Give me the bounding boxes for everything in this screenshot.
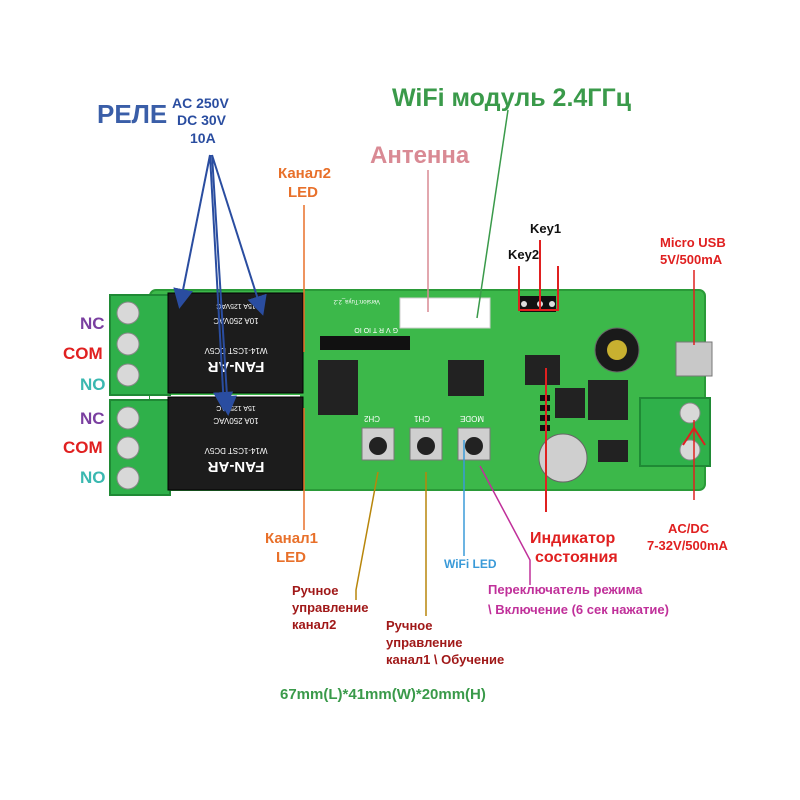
micro-usb-port <box>675 341 713 377</box>
key1-label: Key1 <box>530 221 562 236</box>
inductor <box>588 380 628 420</box>
manual-ch2-label-3: канал2 <box>292 617 337 632</box>
diode <box>598 440 628 462</box>
silk-pins: G V R T IO IO <box>354 326 398 333</box>
relay-2 <box>167 292 304 394</box>
ch1-led-label-1: Канал1 <box>265 530 318 547</box>
com-label-2: COM <box>63 438 103 457</box>
relay-spec-1: AC 250V <box>172 95 229 111</box>
relay-1-brand: FAN-AR <box>208 458 265 475</box>
no-label-2: NO <box>80 468 106 487</box>
relay-title: РЕЛЕ <box>97 99 168 129</box>
relay-spec-2: DC 30V <box>177 112 227 128</box>
relay-2-brand: FAN-AR <box>208 358 265 375</box>
manual-ch2-label-1: Ручное <box>292 583 339 598</box>
wifi-chip <box>448 360 484 396</box>
relay-1-rating-2: 15A 125VAC <box>216 404 256 411</box>
silk-mode: MODE <box>460 414 484 423</box>
regulator-chip <box>555 388 585 418</box>
power-label-2: 7-32V/500mA <box>647 538 728 553</box>
relay-1-rating: 10A 250VAC <box>213 416 258 425</box>
driver-chip <box>318 360 358 415</box>
manual-ch1-label-3: канал1 \ Обучение <box>386 652 505 667</box>
key2-label: Key2 <box>508 247 540 262</box>
button-mode <box>457 427 491 461</box>
micro-usb-label-1: Micro USB <box>660 235 726 250</box>
no-label-1: NO <box>80 375 106 394</box>
nc-label-1: NC <box>80 314 105 333</box>
wifi-led-label: WiFi LED <box>444 557 497 571</box>
silk-ch2: CH2 <box>363 414 380 423</box>
key-pins-outline <box>518 266 559 311</box>
ch1-led-label-2: LED <box>276 549 306 566</box>
silk-version: Version:Tuya_2.2 <box>333 298 380 304</box>
manual-ch1-label-2: управление <box>386 635 463 650</box>
manual-ch2-line <box>355 471 379 600</box>
terminal-block-right <box>639 397 711 467</box>
antenna-label: Антенна <box>370 142 470 169</box>
relay-arrow-1b <box>211 154 237 416</box>
ch2-led-label-2: LED <box>288 184 318 201</box>
micro-usb-label-2: 5V/500mA <box>660 252 723 267</box>
wifi-module-line <box>476 109 509 319</box>
button-ch2 <box>361 427 395 461</box>
manual-ch1-label-1: Ручное <box>386 618 433 633</box>
terminal-block-left-bottom <box>109 399 171 496</box>
capacitor-bottom <box>538 433 588 483</box>
status-indicator-label-2: состояния <box>535 549 618 566</box>
terminal-block-left-top <box>109 294 171 396</box>
mode-switch-label-2: \ Включение (6 сек нажатие) <box>488 602 669 617</box>
arrow-icon <box>682 426 706 446</box>
relay-2-model: W14-1CST DC5V <box>204 346 268 355</box>
relay-arrow-1a <box>211 154 267 316</box>
relay-arrow-2b <box>209 154 234 412</box>
dimensions-label: 67mm(L)*41mm(W)*20mm(H) <box>280 686 486 703</box>
wifi-module-label: WiFi модуль 2.4ГГц <box>392 84 632 112</box>
relay-2-rating: 10A 250VAC <box>213 316 258 325</box>
com-label-1: COM <box>63 344 103 363</box>
relay-1-model: W14-1CST DC5V <box>204 446 268 455</box>
nc-label-2: NC <box>80 409 105 428</box>
antenna-trace <box>399 297 491 329</box>
relay-spec-3: 10A <box>190 130 216 146</box>
mode-switch-line <box>479 465 531 585</box>
status-indicator-label-1: Индикатор <box>530 530 616 547</box>
relay-2-rating-2: 15A 125VAC <box>216 302 256 309</box>
silk-ch1: CH1 <box>413 414 430 423</box>
mode-switch-label-1: Переключатель режима <box>488 582 643 597</box>
power-label-1: AC/DC <box>668 521 710 536</box>
pin-header <box>320 296 556 350</box>
manual-ch2-label-2: управление <box>292 600 369 615</box>
ch2-led-label-1: Канал2 <box>278 165 331 182</box>
mcu-chip <box>525 355 560 385</box>
button-ch1 <box>409 427 443 461</box>
key-pins <box>521 301 555 307</box>
relay-arrow-2a <box>173 154 211 309</box>
